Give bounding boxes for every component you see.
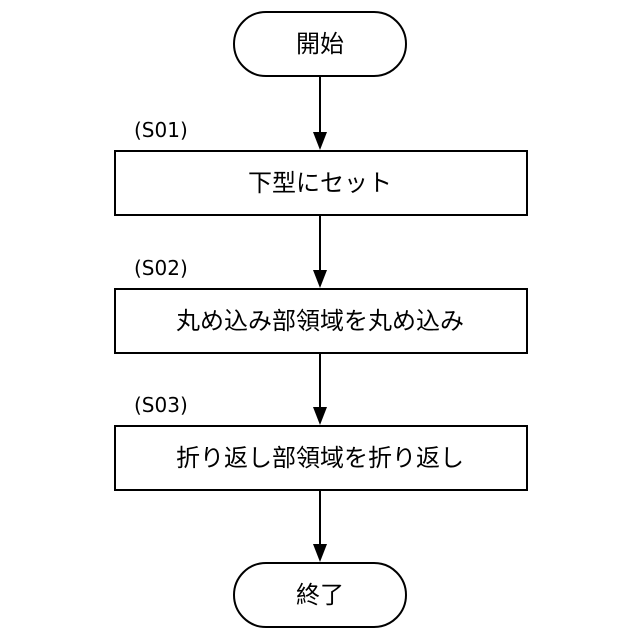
process-label-s03: 折り返し部領域を折り返し: [176, 444, 464, 472]
arrow-start-to-s01: [313, 76, 327, 150]
process-box-s02: 丸め込み部領域を丸め込み: [115, 289, 527, 353]
end-label: 終了: [296, 581, 344, 609]
arrow-s01-to-s02: [313, 215, 327, 288]
process-box-s03: 折り返し部領域を折り返し: [115, 426, 527, 490]
step-id-s03: (S03): [134, 393, 188, 417]
start-terminal: 開始: [234, 12, 406, 76]
step-id-s02: (S02): [134, 256, 188, 280]
arrow-s02-to-s03: [313, 353, 327, 425]
process-label-s02: 丸め込み部領域を丸め込み: [176, 307, 464, 335]
start-label: 開始: [296, 30, 344, 58]
arrow-s03-to-end: [313, 490, 327, 562]
process-label-s01: 下型にセット: [248, 169, 392, 197]
step-id-s01: (S01): [134, 118, 188, 142]
process-box-s01: 下型にセット: [115, 151, 527, 215]
end-terminal: 終了: [234, 563, 406, 627]
